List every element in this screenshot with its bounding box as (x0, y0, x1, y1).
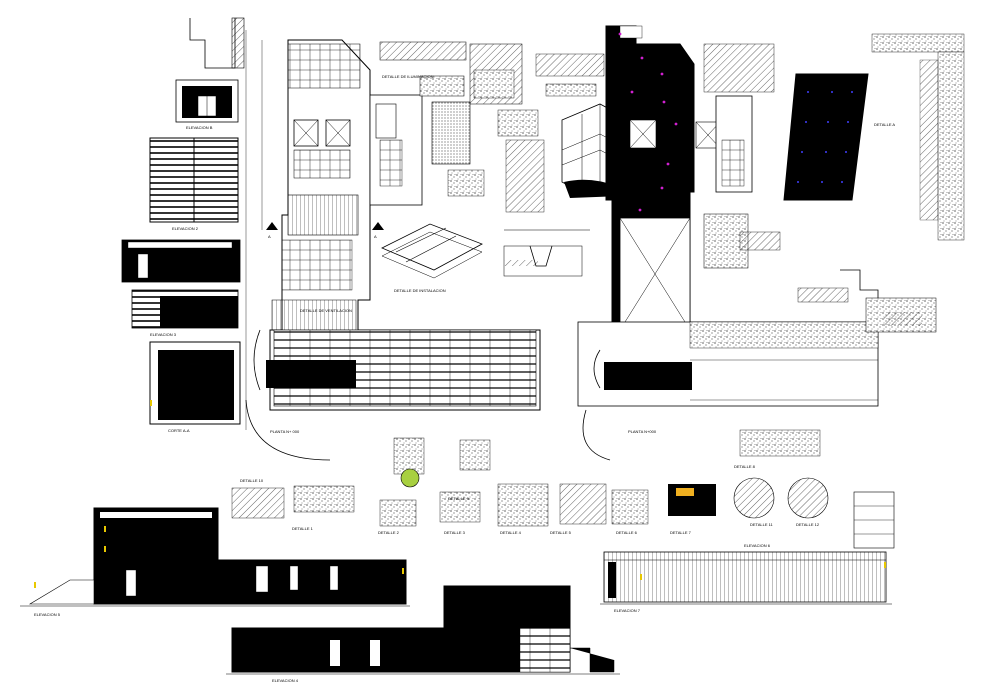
elevation-4-title: ELEVACION 4 (272, 678, 299, 683)
plan-level-right: PLANTA N+000 (628, 429, 657, 434)
right-details: DETALLE A (703, 33, 965, 333)
detail-12-label: DETALLE 12 (796, 522, 820, 527)
detail-4-label: DETALLE 4 (500, 530, 522, 535)
elevation-5-title: ELEVACION 5 (34, 612, 61, 617)
central-floor-plan: A A PLANTA N+ 000 DETALLE DE VENTILACION (245, 39, 541, 461)
detail-a-label: DETALLE A (874, 122, 895, 127)
elevation-2-title: ELEVACION 2 (172, 226, 199, 231)
detail-3-label: DETALLE 3 (444, 530, 466, 535)
detail-6-label: DETALLE 6 (616, 530, 638, 535)
elevation-3-title: ELEVACION 3 (150, 332, 177, 337)
elevation-6-title: ELEVACION 6 (744, 543, 771, 548)
elevation-7-title: ELEVACION 7 (614, 608, 641, 613)
detail-1-label: DETALLE 1 (292, 526, 314, 531)
section-mark-right: A (374, 234, 377, 239)
bottom-elevations: ELEVACION 5 ELEVACION 4 ELEVACION 7 ELEV… (20, 507, 892, 683)
elevation-b-title: ELEVACION B (186, 125, 213, 130)
yellow-markers (34, 400, 886, 588)
detail-2-label: DETALLE 2 (378, 530, 400, 535)
detail-10-label: DETALLE 10 (240, 478, 264, 483)
detail-8-label: DETALLE 8 (734, 464, 756, 469)
detail-5-label: DETALLE 5 (550, 530, 572, 535)
left-column-elevations: ELEVACION B ELEVACION 2 ELEVACION 3 CORT… (121, 17, 247, 433)
section-mark-left: A (268, 234, 271, 239)
right-floor-plan: PLANTA N+000 (577, 25, 879, 461)
corte-aa-title: CORTE A-A (168, 428, 190, 433)
detail-11-label: DETALLE 11 (750, 522, 774, 527)
middle-detail-strip: DETALLE 1 DETALLE 2 DETALLE 3 DETALLE 4 … (231, 429, 895, 549)
plan-level-left: PLANTA N+ 000 (270, 429, 300, 434)
detail-ventilation-label: DETALLE DE VENTILACION (300, 308, 352, 313)
detail-illumination-label: DETALLE DE ILUMINACION (382, 74, 434, 79)
detail-7-label: DETALLE 7 (670, 530, 692, 535)
detail-9-label: DETALLE 9 (448, 496, 470, 501)
detail-installation-label: DETALLE DE INSTALACION (394, 288, 446, 293)
